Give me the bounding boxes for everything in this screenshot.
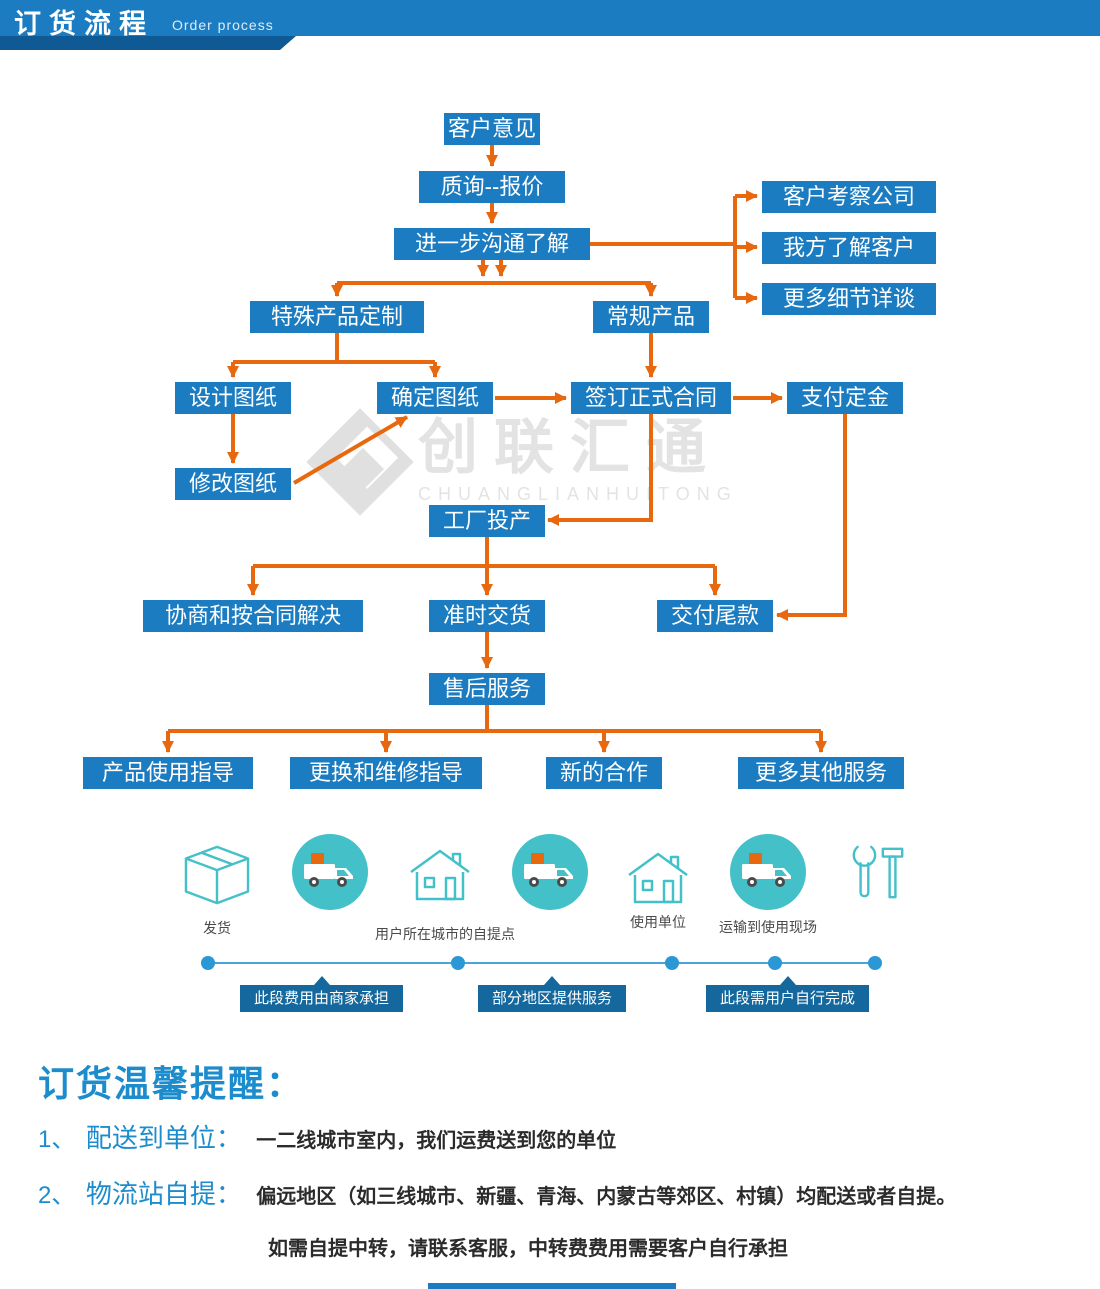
flow-node-confirm-drawing: 确定图纸 [377, 382, 493, 414]
flow-node-further-communication: 进一步沟通了解 [394, 228, 590, 260]
flow-node-special-product-custom: 特殊产品定制 [250, 301, 424, 333]
brand-watermark: 创联汇通 CHUANGLIANHUITONG [306, 407, 738, 516]
notice-item-delivery: 1、 配送到单位： 一二线城市室内，我们运费送到您的单位 [38, 1118, 616, 1155]
house-icon [408, 845, 472, 908]
notice-item-number: 2、 [38, 1182, 76, 1209]
timeline-tag-merchant-cost: 此段费用由商家承担 [240, 976, 404, 1012]
next-section-edge [428, 1283, 676, 1289]
notice-item-pickup: 2、 物流站自提： 偏远地区（如三线城市、新疆、青海、内蒙古等郊区、村镇）均配送… [38, 1174, 956, 1211]
timeline-tag-partial-service: 部分地区提供服务 [478, 976, 627, 1012]
notice-item-number: 1、 [38, 1126, 76, 1153]
unit-label: 使用单位 [630, 914, 686, 930]
flow-node-inquiry-quote: 质询--报价 [419, 171, 565, 203]
truck-circle-icon [729, 833, 807, 916]
flow-node-on-time-delivery: 准时交货 [429, 600, 545, 632]
flow-node-replace-repair-guide: 更换和维修指导 [290, 757, 482, 789]
flow-node-customer-visit-company: 客户考察公司 [762, 181, 936, 213]
flow-node-regular-product: 常规产品 [593, 301, 709, 333]
notice-item-label: 配送到单位： [85, 1123, 242, 1153]
house-icon [626, 848, 690, 911]
flow-node-modify-drawing: 修改图纸 [175, 468, 291, 500]
flow-node-pay-deposit: 支付定金 [787, 382, 903, 414]
truck-circle-icon [511, 833, 589, 916]
flow-node-design-drawing: 设计图纸 [175, 382, 291, 414]
flow-node-sign-contract: 签订正式合同 [571, 382, 731, 414]
page-subtitle: Order process [172, 17, 274, 33]
brand-name-en: CHUANGLIANHUITONG [418, 484, 738, 504]
tools-icon [848, 840, 908, 911]
notice-extra-text: 如需自提中转，请联系客服，中转费费用需要客户自行承担 [268, 1238, 788, 1260]
timeline-tag-user-complete: 此段需用户自行完成 [706, 976, 870, 1012]
page-title: 订货流程 [14, 9, 154, 39]
flow-node-more-details-talk: 更多细节详谈 [762, 283, 936, 315]
header-banner [0, 0, 1100, 36]
notice-title: 订货温馨提醒： [38, 1063, 305, 1104]
package-box-icon [182, 843, 252, 912]
notice-item-text: 偏远地区（如三线城市、新疆、青海、内蒙古等郊区、村镇）均配送或者自提。 [256, 1186, 957, 1208]
truck-circle-icon [291, 833, 369, 916]
notice-item-text: 一二线城市室内，我们运费送到您的单位 [256, 1130, 617, 1152]
flow-node-more-other-services: 更多其他服务 [738, 757, 904, 789]
flow-node-after-sales-service: 售后服务 [429, 673, 545, 705]
flow-node-pay-balance: 交付尾款 [657, 600, 773, 632]
brand-logo-icon [306, 407, 414, 516]
brand-name-cn: 创联汇通 [418, 414, 722, 481]
transport-label: 运输到使用现场 [719, 919, 817, 935]
pickup-label: 用户所在城市的自提点 [375, 926, 515, 942]
flow-node-customer-feedback: 客户意见 [444, 113, 540, 145]
flow-node-product-usage-guide: 产品使用指导 [83, 757, 253, 789]
ship-label: 发货 [203, 920, 231, 936]
flow-node-understand-customer: 我方了解客户 [762, 232, 936, 264]
header-accent-ribbon [0, 36, 296, 50]
flow-node-negotiate-resolve: 协商和按合同解决 [143, 600, 363, 632]
notice-item-label: 物流站自提： [85, 1179, 242, 1209]
flow-node-factory-production: 工厂投产 [429, 505, 545, 537]
flow-node-new-cooperation: 新的合作 [546, 757, 662, 789]
